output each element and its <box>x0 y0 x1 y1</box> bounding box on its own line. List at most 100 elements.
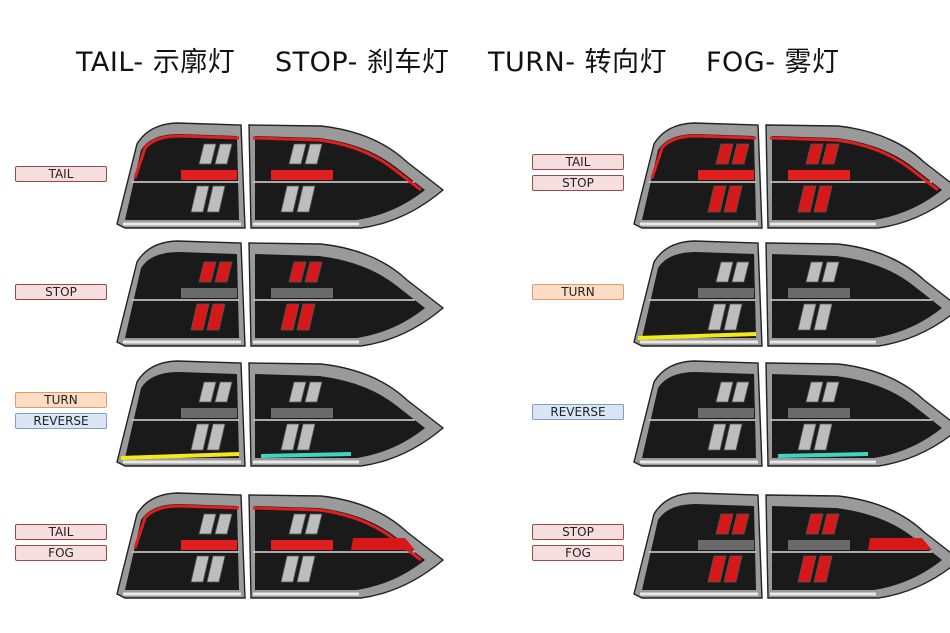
light-bar-right <box>788 288 850 298</box>
fog-light <box>868 538 932 550</box>
light-segment <box>731 261 750 283</box>
light-segment <box>190 185 210 213</box>
light-segment <box>723 423 743 451</box>
legend-fog: FOG- 雾灯 <box>706 47 840 78</box>
tail-light-bar-left <box>698 170 754 180</box>
light-segment <box>296 185 316 213</box>
reverse-light <box>260 452 352 458</box>
light-segment <box>288 143 307 165</box>
tail-light-bar-left <box>181 540 237 550</box>
function-tag: TURN <box>15 392 107 408</box>
stop-light-segment <box>797 555 817 583</box>
tail-lamp-diagram <box>116 240 445 347</box>
light-segment <box>280 185 300 213</box>
stop-light-segment <box>198 261 217 283</box>
light-segment <box>813 303 833 331</box>
lamp-panel: TAIL STOP <box>532 120 950 238</box>
stop-light-segment <box>731 513 750 535</box>
turn-signal-light <box>120 452 240 460</box>
light-segment <box>190 423 210 451</box>
light-segment <box>813 423 833 451</box>
light-segment <box>715 261 734 283</box>
light-bar-left <box>698 408 754 418</box>
light-segment <box>821 381 840 403</box>
light-segment <box>304 143 323 165</box>
stop-light-segment <box>813 185 833 213</box>
tail-light-bar-right <box>788 170 850 180</box>
light-segment <box>715 381 734 403</box>
light-segment <box>296 423 316 451</box>
light-segment <box>190 555 210 583</box>
function-tag: STOP <box>532 175 624 191</box>
stop-light-segment <box>723 555 743 583</box>
stop-light-segment <box>707 555 727 583</box>
turn-signal-light <box>637 332 757 340</box>
function-tag: TURN <box>532 284 624 300</box>
light-segment <box>280 555 300 583</box>
tail-lamp-diagram <box>633 122 950 229</box>
stop-light-segment <box>821 143 840 165</box>
stop-light-segment <box>206 303 226 331</box>
stop-light-segment <box>707 185 727 213</box>
tail-lamp-diagram <box>116 122 445 229</box>
stop-light-segment <box>821 513 840 535</box>
light-segment <box>206 423 226 451</box>
function-tag: TAIL <box>15 166 107 182</box>
lamp-panel: TAIL <box>15 120 445 238</box>
stop-light-segment <box>715 143 734 165</box>
light-segment <box>280 423 300 451</box>
tail-light-outline-left <box>650 134 757 179</box>
light-bar-left <box>181 288 237 298</box>
light-segment <box>206 185 226 213</box>
light-segment <box>288 381 307 403</box>
light-segment <box>707 423 727 451</box>
lamp-panel: STOP <box>15 238 445 356</box>
tail-light-bar-right <box>271 170 333 180</box>
light-segment <box>797 423 817 451</box>
function-tag: FOG <box>15 545 107 561</box>
stop-light-segment <box>715 513 734 535</box>
tail-lamp-diagram <box>633 360 950 467</box>
light-segment <box>805 381 824 403</box>
stop-light-segment <box>731 143 750 165</box>
tail-light-outline-left <box>133 134 240 179</box>
light-segment <box>214 513 233 535</box>
function-tag: FOG <box>532 545 624 561</box>
legend-stop: STOP- 刹车灯 <box>275 47 450 78</box>
function-tag: STOP <box>532 524 624 540</box>
stop-light-segment <box>813 555 833 583</box>
light-bar-left <box>698 540 754 550</box>
header-legend: TAIL- 示廓灯 STOP- 刹车灯 TURN- 转向灯 FOG- 雾灯 <box>0 40 950 90</box>
light-bar-left <box>181 408 237 418</box>
light-segment <box>214 143 233 165</box>
function-tag: STOP <box>15 284 107 300</box>
light-segment <box>707 303 727 331</box>
lamp-panel: REVERSE <box>532 358 950 476</box>
reverse-light <box>777 452 869 458</box>
light-segment <box>304 381 323 403</box>
light-bar-right <box>271 288 333 298</box>
stop-light-segment <box>288 261 307 283</box>
function-tag: TAIL <box>532 154 624 170</box>
lamp-panel: STOP FOG <box>532 490 950 608</box>
light-segment <box>198 381 217 403</box>
tail-light-outline-left <box>133 504 240 549</box>
stop-light-segment <box>190 303 210 331</box>
light-bar-right <box>788 408 850 418</box>
light-segment <box>723 303 743 331</box>
light-segment <box>805 261 824 283</box>
tail-lamp-diagram <box>116 492 445 599</box>
stop-light-segment <box>280 303 300 331</box>
light-bar-right <box>271 408 333 418</box>
stop-light-segment <box>304 261 323 283</box>
light-segment <box>731 381 750 403</box>
tail-lamp-diagram <box>116 360 445 467</box>
tail-lamp-diagram <box>633 240 950 347</box>
stop-light-segment <box>296 303 316 331</box>
fog-light <box>351 538 415 550</box>
light-segment <box>198 513 217 535</box>
light-bar-left <box>698 288 754 298</box>
stop-light-segment <box>797 185 817 213</box>
light-segment <box>296 555 316 583</box>
